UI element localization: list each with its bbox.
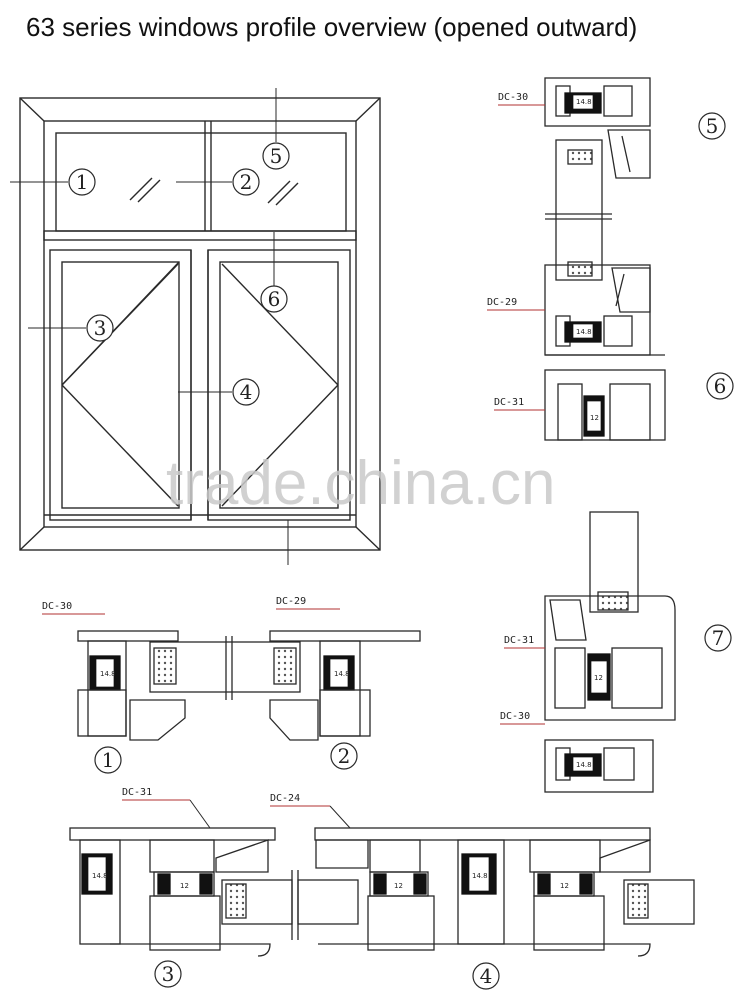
dim-gap-7: 12 (594, 674, 603, 682)
dim-gap-4b: 12 (560, 882, 569, 890)
dim-strip-3: 14.8 (92, 872, 108, 880)
callout-6: 6 (268, 287, 281, 311)
callout-circle-4 (232, 378, 260, 406)
callout-circle-5 (262, 142, 290, 170)
section-3-4-labels: DC-31 DC-24 14.8 12 12 14.8 12 3 4 (92, 787, 569, 990)
inner-frame (43, 120, 357, 528)
watermark-text: trade.china.cn (166, 449, 555, 518)
sash-left (49, 249, 192, 521)
dim-gap-3: 12 (180, 882, 189, 890)
dim-strip-6: 14.8 (576, 328, 592, 336)
label-dc29-sec2: DC-29 (276, 596, 306, 607)
dim-strip-2: 14.8 (334, 670, 350, 678)
dim-gap-6: 12 (590, 414, 599, 422)
section-1-2-labels: DC-30 DC-29 14.8 14.8 1 2 (42, 596, 358, 774)
callout-circle-6 (260, 285, 288, 313)
section-callout-6: 6 (714, 374, 727, 398)
callout-circle-2 (232, 168, 260, 196)
dim-strip-1: 14.8 (100, 670, 116, 678)
callout-5: 5 (270, 144, 283, 168)
page-title: 63 series windows profile overview (open… (26, 12, 638, 42)
section-callout-1: 1 (102, 748, 115, 772)
section-callout-2: 2 (338, 744, 351, 768)
elevation-leaders (10, 88, 289, 565)
section-5-6 (544, 77, 666, 441)
callout-3: 3 (94, 316, 107, 340)
label-dc24-sec4: DC-24 (270, 793, 300, 804)
section-callout-5: 5 (706, 114, 719, 138)
right-column-labels: DC-30 DC-29 DC-31 DC-31 DC-30 14.8 14.8 … (487, 92, 734, 769)
callout-circle-1 (68, 168, 96, 196)
callout-4: 4 (240, 380, 253, 404)
dim-gap-4a: 12 (394, 882, 403, 890)
dim-strip-5: 14.8 (576, 98, 592, 106)
label-dc30-top: DC-30 (498, 92, 528, 103)
label-dc30-sec7: DC-30 (500, 711, 530, 722)
label-dc29-right: DC-29 (487, 297, 517, 308)
callout-circle-3 (86, 314, 114, 342)
section-3-4 (69, 827, 695, 957)
dim-strip-7: 14.8 (576, 761, 592, 769)
section-callout-3: 3 (162, 962, 175, 986)
transom-bar (43, 230, 357, 241)
callout-2: 2 (240, 170, 253, 194)
label-dc31-right: DC-31 (494, 397, 524, 408)
outer-frame (19, 97, 381, 551)
dim-strip-4: 14.8 (472, 872, 488, 880)
section-7 (544, 511, 676, 793)
label-dc31-sec7: DC-31 (504, 635, 534, 646)
label-dc30-sec1: DC-30 (42, 601, 72, 612)
callout-1: 1 (76, 170, 89, 194)
elevation-callouts: 1 2 5 6 3 4 (68, 142, 290, 406)
section-callout-7: 7 (712, 626, 725, 650)
section-callout-4: 4 (480, 964, 493, 988)
section-1-2 (77, 630, 421, 741)
label-dc31-sec3: DC-31 (122, 787, 152, 798)
sash-right (207, 249, 351, 521)
